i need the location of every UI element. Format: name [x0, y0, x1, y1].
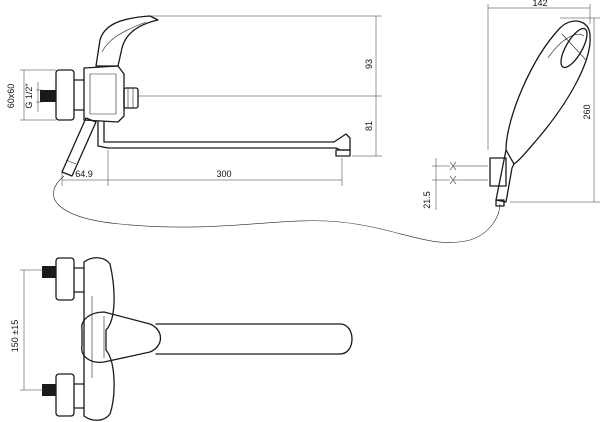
dim-centers: 150 ±15: [10, 320, 20, 352]
shower-hose: [53, 175, 501, 243]
shower-dimensions: 142 260 21.5: [422, 0, 600, 210]
diverter-knob: [123, 87, 139, 109]
upper-inlet-stub: [42, 266, 56, 278]
holder-screw-lower: [449, 175, 488, 185]
front-spout: [155, 323, 353, 355]
aerator: [335, 149, 351, 157]
shower-neck: [495, 149, 515, 203]
lever-handle: [95, 15, 159, 67]
front-lever: [81, 311, 162, 363]
shower-outlet: [61, 117, 97, 177]
shower-head: [505, 20, 591, 165]
dim-mount-size: 60x60: [6, 84, 16, 109]
front-body: [83, 257, 115, 421]
holder-screw-upper: [449, 161, 488, 171]
dim-holder-spacing: 21.5: [422, 191, 432, 209]
shower-holder: [489, 157, 507, 187]
bottom-dimensions: 150 ±15: [10, 269, 44, 391]
hand-shower: [449, 20, 591, 207]
dim-height-lower: 81: [364, 121, 374, 131]
top-dimensions: 93 81 60x60 G 1/2" 64.9 300: [6, 15, 382, 186]
mixer-side-view: [40, 15, 351, 177]
inlet-pipe-stub: [40, 90, 56, 102]
dim-spout-length: 300: [216, 169, 231, 179]
upper-nut: [55, 257, 75, 301]
dim-shower-width: 142: [532, 0, 547, 8]
spout: [97, 121, 351, 151]
mixer-front-view: [42, 257, 353, 421]
dim-shower-length: 260: [582, 104, 592, 119]
lower-nut: [55, 373, 75, 417]
lower-inlet-stub: [42, 384, 56, 396]
wall-nut: [55, 69, 75, 121]
dim-height-upper: 93: [364, 59, 374, 69]
dim-thread: G 1/2": [24, 83, 34, 108]
dim-offset: 64.9: [75, 169, 93, 179]
